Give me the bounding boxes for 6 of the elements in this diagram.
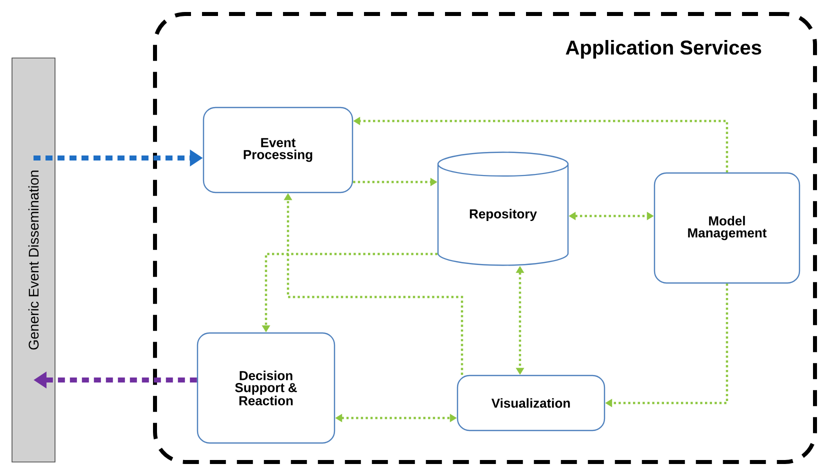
process-box: Event Processing <box>202 106 354 194</box>
database-cylinder: Repository <box>437 152 569 266</box>
process-box: Visualization <box>456 374 606 432</box>
process-box: Model Management <box>654 172 800 284</box>
process-box: Decision Support & Reaction <box>196 332 336 444</box>
side-bar: Generic Event Dissemination <box>12 58 56 462</box>
